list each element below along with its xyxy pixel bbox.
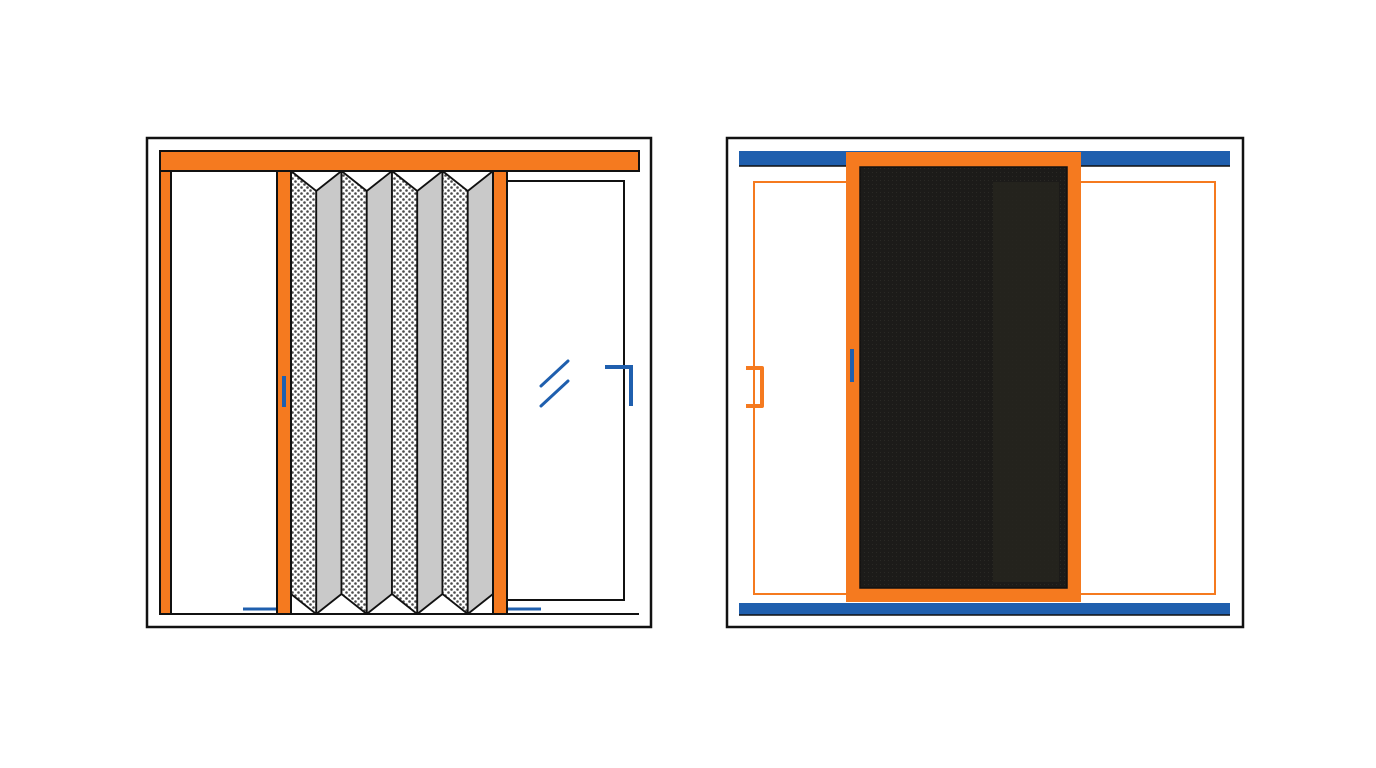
pleat-panel (391, 170, 419, 615)
pleat-panel (365, 170, 393, 615)
pleat-panel (466, 170, 494, 615)
pleat-panel (340, 170, 368, 615)
pleated-door-left-jamb (159, 170, 172, 615)
glass-panel (506, 180, 625, 601)
pleat-panel (441, 170, 469, 615)
pleated-door-diagram (145, 136, 653, 629)
mesh-panel-reflection (993, 182, 1059, 582)
pleated-door-top-rail (159, 150, 640, 172)
glass-latch-icon (605, 365, 633, 406)
pleat-panel (416, 170, 444, 615)
sliding-door-diagram (725, 136, 1245, 629)
sliding-door-bottom-rail (739, 603, 1230, 615)
pleat-panel (315, 170, 343, 615)
pleated-door-end-stile (492, 170, 508, 615)
glass-reflection-icon (539, 359, 570, 408)
pleat-panel (290, 170, 318, 615)
pull-handle-icon (746, 366, 764, 408)
pleated-mesh-icon (290, 170, 494, 615)
